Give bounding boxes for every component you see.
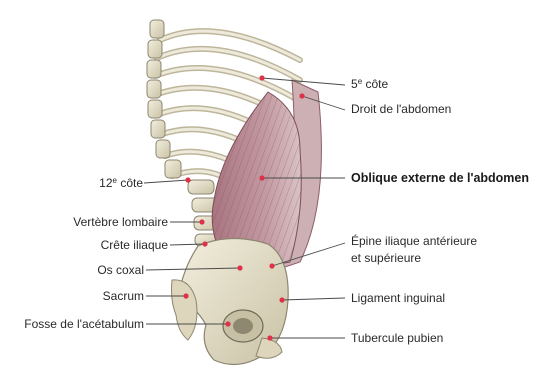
label-acetabular-fossa: Fosse de l'acétabulum (24, 317, 144, 331)
label-iliac-crest: Crête iliaque (101, 238, 168, 252)
label-external-oblique: Oblique externe de l'abdomen (351, 171, 529, 185)
label-rectus-abdominis: Droit de l'abdomen (351, 102, 451, 116)
label-sacrum: Sacrum (103, 289, 144, 303)
label-asis-line2: et supérieure (351, 251, 421, 265)
label-5th-rib: 5e côte (351, 77, 388, 91)
label-os-coxal: Os coxal (97, 263, 144, 277)
label-asis-line1: Épine iliaque antérieure (351, 234, 477, 248)
label-12th-rib: 12e côte (99, 176, 143, 190)
label-inguinal-ligament: Ligament inguinal (351, 291, 445, 305)
label-lumbar-vertebra: Vertèbre lombaire (73, 215, 168, 229)
label-pubic-tubercle: Tubercule pubien (351, 331, 443, 345)
